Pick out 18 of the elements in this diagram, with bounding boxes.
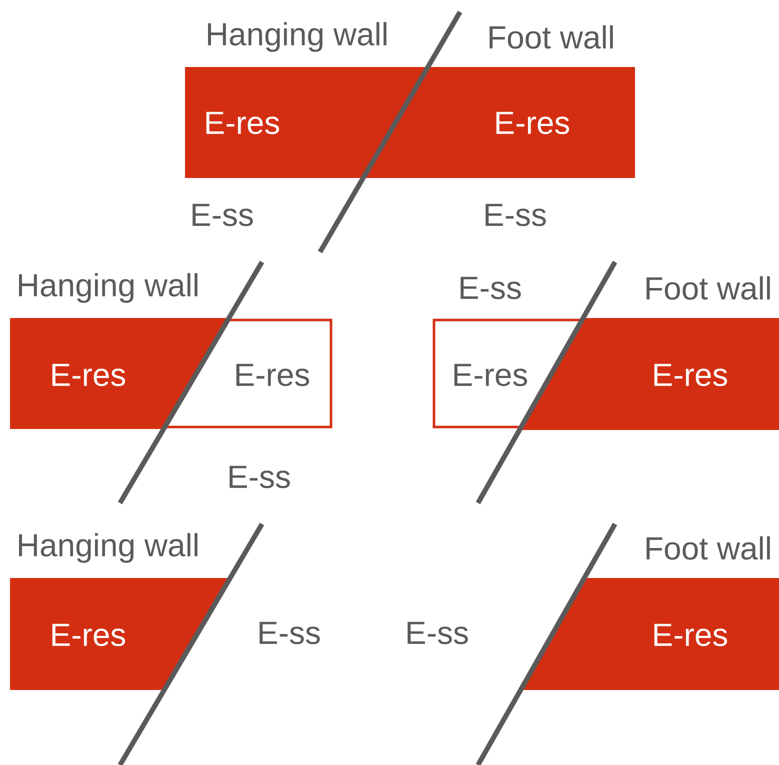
rock-block: E-res	[10, 578, 230, 690]
layer-label: Hanging wall	[208, 22, 386, 52]
rock-block: E-res	[185, 66, 428, 178]
layer-label: E-ss	[408, 622, 468, 644]
rock-block: E-res	[521, 578, 779, 690]
layer-label: E-ss	[460, 276, 521, 300]
layer-label: E-ss	[230, 466, 290, 488]
node-label: E-res	[206, 112, 280, 134]
layer-label: Foot wall	[490, 25, 613, 49]
layer-label: E-ss	[260, 622, 320, 644]
layer-label: E-ss	[192, 204, 253, 226]
rock-block: E-res	[363, 66, 635, 178]
layer-label: Foot wall	[646, 276, 770, 300]
rock-block: E-res	[10, 318, 229, 429]
node-label: E-res	[496, 112, 570, 134]
rock-block: E-res	[164, 318, 332, 428]
layer-label: Hanging wall	[19, 273, 198, 303]
layer-label: E-ss	[486, 204, 546, 226]
